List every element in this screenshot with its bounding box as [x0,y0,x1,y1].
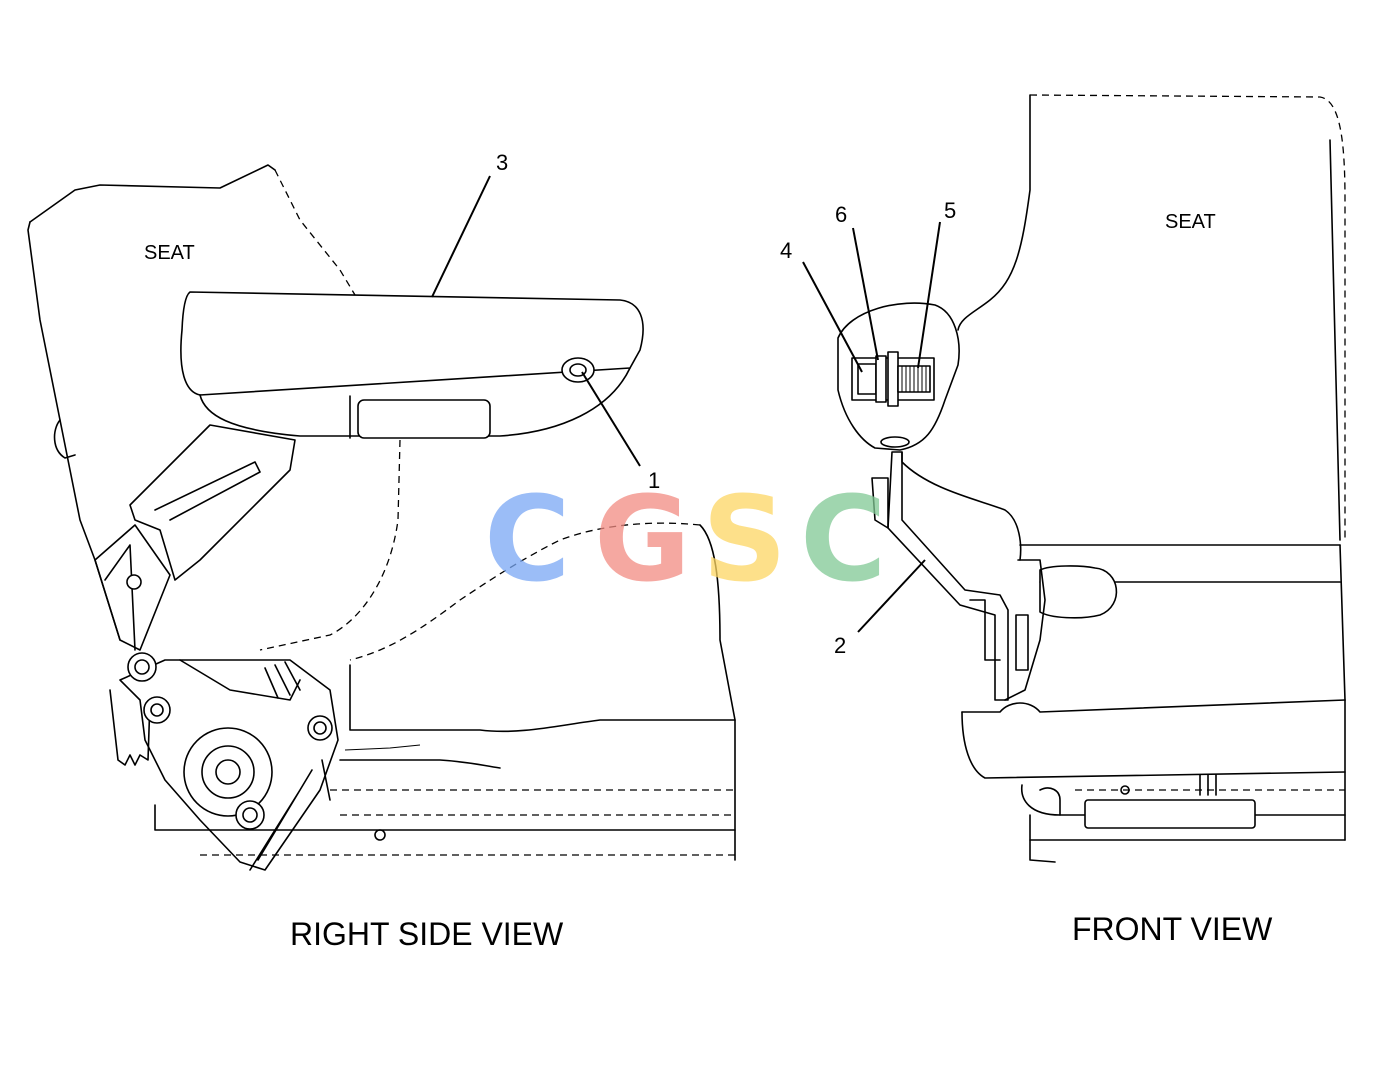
recline-handle [1039,565,1118,619]
adjust-knob-side [561,357,595,383]
callout-4: 4 [780,238,792,263]
watermark-letter-c2: C [800,470,887,608]
leader-5 [917,221,941,369]
armrest-pad [180,291,644,396]
leader-6 [852,227,879,361]
seat-label-side: SEAT [144,242,195,264]
watermark-logo: C G S C [484,470,887,608]
leader-3 [431,175,491,298]
right-side-view-label: RIGHT SIDE VIEW [290,916,564,952]
leader-4 [802,261,863,373]
callout-5: 5 [944,198,956,223]
support-bracket [887,451,1009,701]
seat-label-front: SEAT [1165,211,1216,233]
callout-6: 6 [835,202,847,227]
front-view-drawing [837,94,1346,863]
callout-numbers: 1 2 3 4 5 6 [496,150,956,658]
watermark-letter-s: S [702,470,787,608]
leader-lines [431,175,941,633]
leader-2 [857,559,926,633]
watermark-letter-g: G [594,470,691,608]
right-side-view-drawing [27,164,736,871]
front-seat-back [957,94,1031,331]
armrest-support [129,424,296,581]
seat-back-outline [27,221,121,641]
callout-1: 1 [648,468,660,493]
front-view-label: FRONT VIEW [1072,911,1273,947]
leader-1 [581,371,641,467]
callout-2: 2 [834,633,846,658]
callout-3: 3 [496,150,508,175]
watermark-letter-c1: C [484,470,571,608]
